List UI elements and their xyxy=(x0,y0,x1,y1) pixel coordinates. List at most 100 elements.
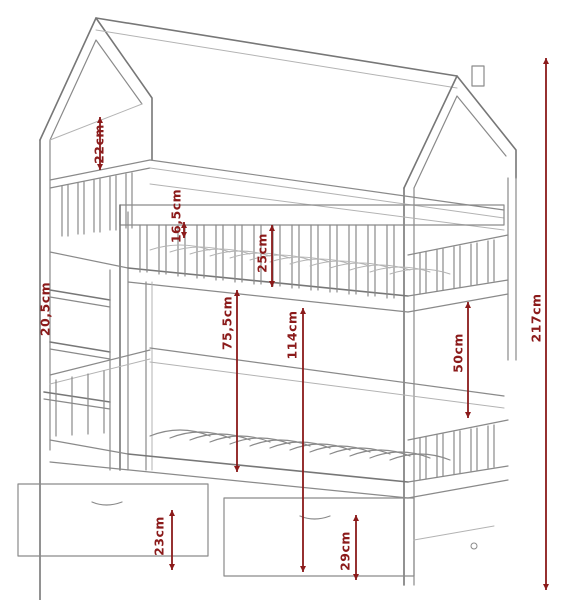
lower-end-rail xyxy=(407,419,509,441)
ladder-rung-1 xyxy=(49,289,111,301)
dim-arrowhead xyxy=(353,515,359,521)
upper-slat xyxy=(389,268,451,275)
upper-back-rail-inner xyxy=(149,167,505,219)
lower-side-rail-2 xyxy=(49,358,151,385)
ladder-rung-3 xyxy=(43,391,111,403)
ladder-rung-1b xyxy=(49,296,111,308)
upper-slat xyxy=(289,258,351,265)
dimension-annotations: 22cm 16,5cm 25cm 20,5cm 75,5cm 114cm 50c… xyxy=(38,58,549,590)
lower-slat xyxy=(189,433,251,441)
dim-arrowhead xyxy=(97,164,103,170)
lower-slat xyxy=(249,439,311,447)
dim-arrowhead xyxy=(543,584,549,590)
drawer-right xyxy=(223,497,415,577)
dim-total-height-label: 217cm xyxy=(529,293,544,342)
dim-arrowhead xyxy=(269,225,275,231)
upper-slat xyxy=(249,254,311,261)
drawer-right-side xyxy=(413,525,495,541)
dim-arrowhead xyxy=(300,566,306,572)
dim-roof-gable: 22cm xyxy=(92,117,107,170)
dim-arrowhead xyxy=(300,308,306,314)
dim-lower-clearance-label: 50cm xyxy=(451,333,466,373)
upper-slat xyxy=(169,246,231,253)
lower-slat xyxy=(229,437,291,445)
drawer-wheel xyxy=(470,542,478,550)
dim-arrowhead xyxy=(465,412,471,418)
dim-arrowhead xyxy=(465,302,471,308)
gable-top-rail-inner xyxy=(49,167,151,189)
upper-end-rail xyxy=(407,234,509,256)
upper-slat xyxy=(349,264,411,271)
dim-drawer-right-label: 29cm xyxy=(338,531,353,571)
lower-slat xyxy=(389,453,451,461)
dim-upper-bunk-label: 114cm xyxy=(285,310,300,359)
dim-drawer-right: 29cm xyxy=(338,515,359,580)
dim-drawer-left-label: 23cm xyxy=(152,516,167,556)
upper-bed-end-bottom xyxy=(407,293,509,313)
dim-arrowhead xyxy=(181,232,187,238)
dim-upper-rail-gap-label: 16,5cm xyxy=(169,189,184,243)
lower-slat xyxy=(149,429,211,437)
upper-back-rail-2 xyxy=(149,183,505,231)
upper-slat xyxy=(369,266,431,273)
dim-total-height: 217cm xyxy=(529,58,549,590)
lower-bed-front-bottom xyxy=(49,461,409,499)
upper-slat xyxy=(269,256,331,263)
dim-arrowhead xyxy=(353,574,359,580)
upper-slat xyxy=(189,248,251,255)
lower-back-rail-2 xyxy=(149,361,505,409)
front-roof-inner xyxy=(49,39,143,141)
upper-bed-front xyxy=(127,267,409,297)
upper-bed-front-bottom xyxy=(127,281,409,313)
drawer-left-handle xyxy=(91,501,123,506)
dim-ladder-rung: 20,5cm xyxy=(38,282,53,336)
lower-bed-end xyxy=(407,465,509,483)
dim-bed-space-label: 75,5cm xyxy=(220,296,235,350)
bed-frame xyxy=(17,17,517,600)
lower-slat xyxy=(269,441,331,449)
lower-back-rail xyxy=(149,347,505,397)
lower-bed-side xyxy=(49,439,129,455)
drawer-right-handle xyxy=(299,515,331,520)
front-roof-outline xyxy=(39,17,153,161)
lower-slat xyxy=(369,451,431,459)
dim-upper-guard-label: 25cm xyxy=(255,233,270,273)
roof-ridge-inner xyxy=(95,29,458,89)
dim-arrowhead xyxy=(181,222,187,228)
chimney xyxy=(471,65,485,87)
slats-group xyxy=(55,172,495,481)
ladder-rung-2b xyxy=(49,348,111,360)
upper-slat xyxy=(309,260,371,267)
dim-roof-gable-label: 22cm xyxy=(92,124,107,164)
lower-slat xyxy=(289,443,351,451)
back-roof-outline xyxy=(403,75,517,189)
dim-arrowhead xyxy=(169,510,175,516)
lower-side-rail xyxy=(49,349,151,376)
dim-bed-space: 75,5cm xyxy=(220,290,240,472)
lower-slat xyxy=(169,431,231,439)
upper-bed-side xyxy=(49,251,129,269)
drawer-left xyxy=(17,483,209,557)
dim-upper-guard: 25cm xyxy=(255,225,275,287)
lower-slat xyxy=(329,447,391,455)
gable-rail xyxy=(49,103,143,141)
upper-back-rail xyxy=(149,159,505,211)
roof-ridge xyxy=(95,17,458,77)
back-roof-inner xyxy=(413,95,507,189)
dim-drawer-left: 23cm xyxy=(152,510,175,570)
lower-slat xyxy=(209,435,271,443)
dim-upper-bunk: 114cm xyxy=(285,308,306,572)
dim-arrowhead xyxy=(234,290,240,296)
lower-bed-front xyxy=(127,453,409,483)
ladder-rung-2 xyxy=(49,341,111,353)
dim-arrowhead xyxy=(97,117,103,123)
dim-arrowhead xyxy=(234,466,240,472)
upper-slat xyxy=(149,244,211,251)
upper-slat xyxy=(329,262,391,269)
upper-slat xyxy=(209,250,271,257)
lower-bed-end-bottom xyxy=(407,479,509,499)
lower-slat xyxy=(349,449,411,457)
dim-ladder-rung-label: 20,5cm xyxy=(38,282,53,336)
